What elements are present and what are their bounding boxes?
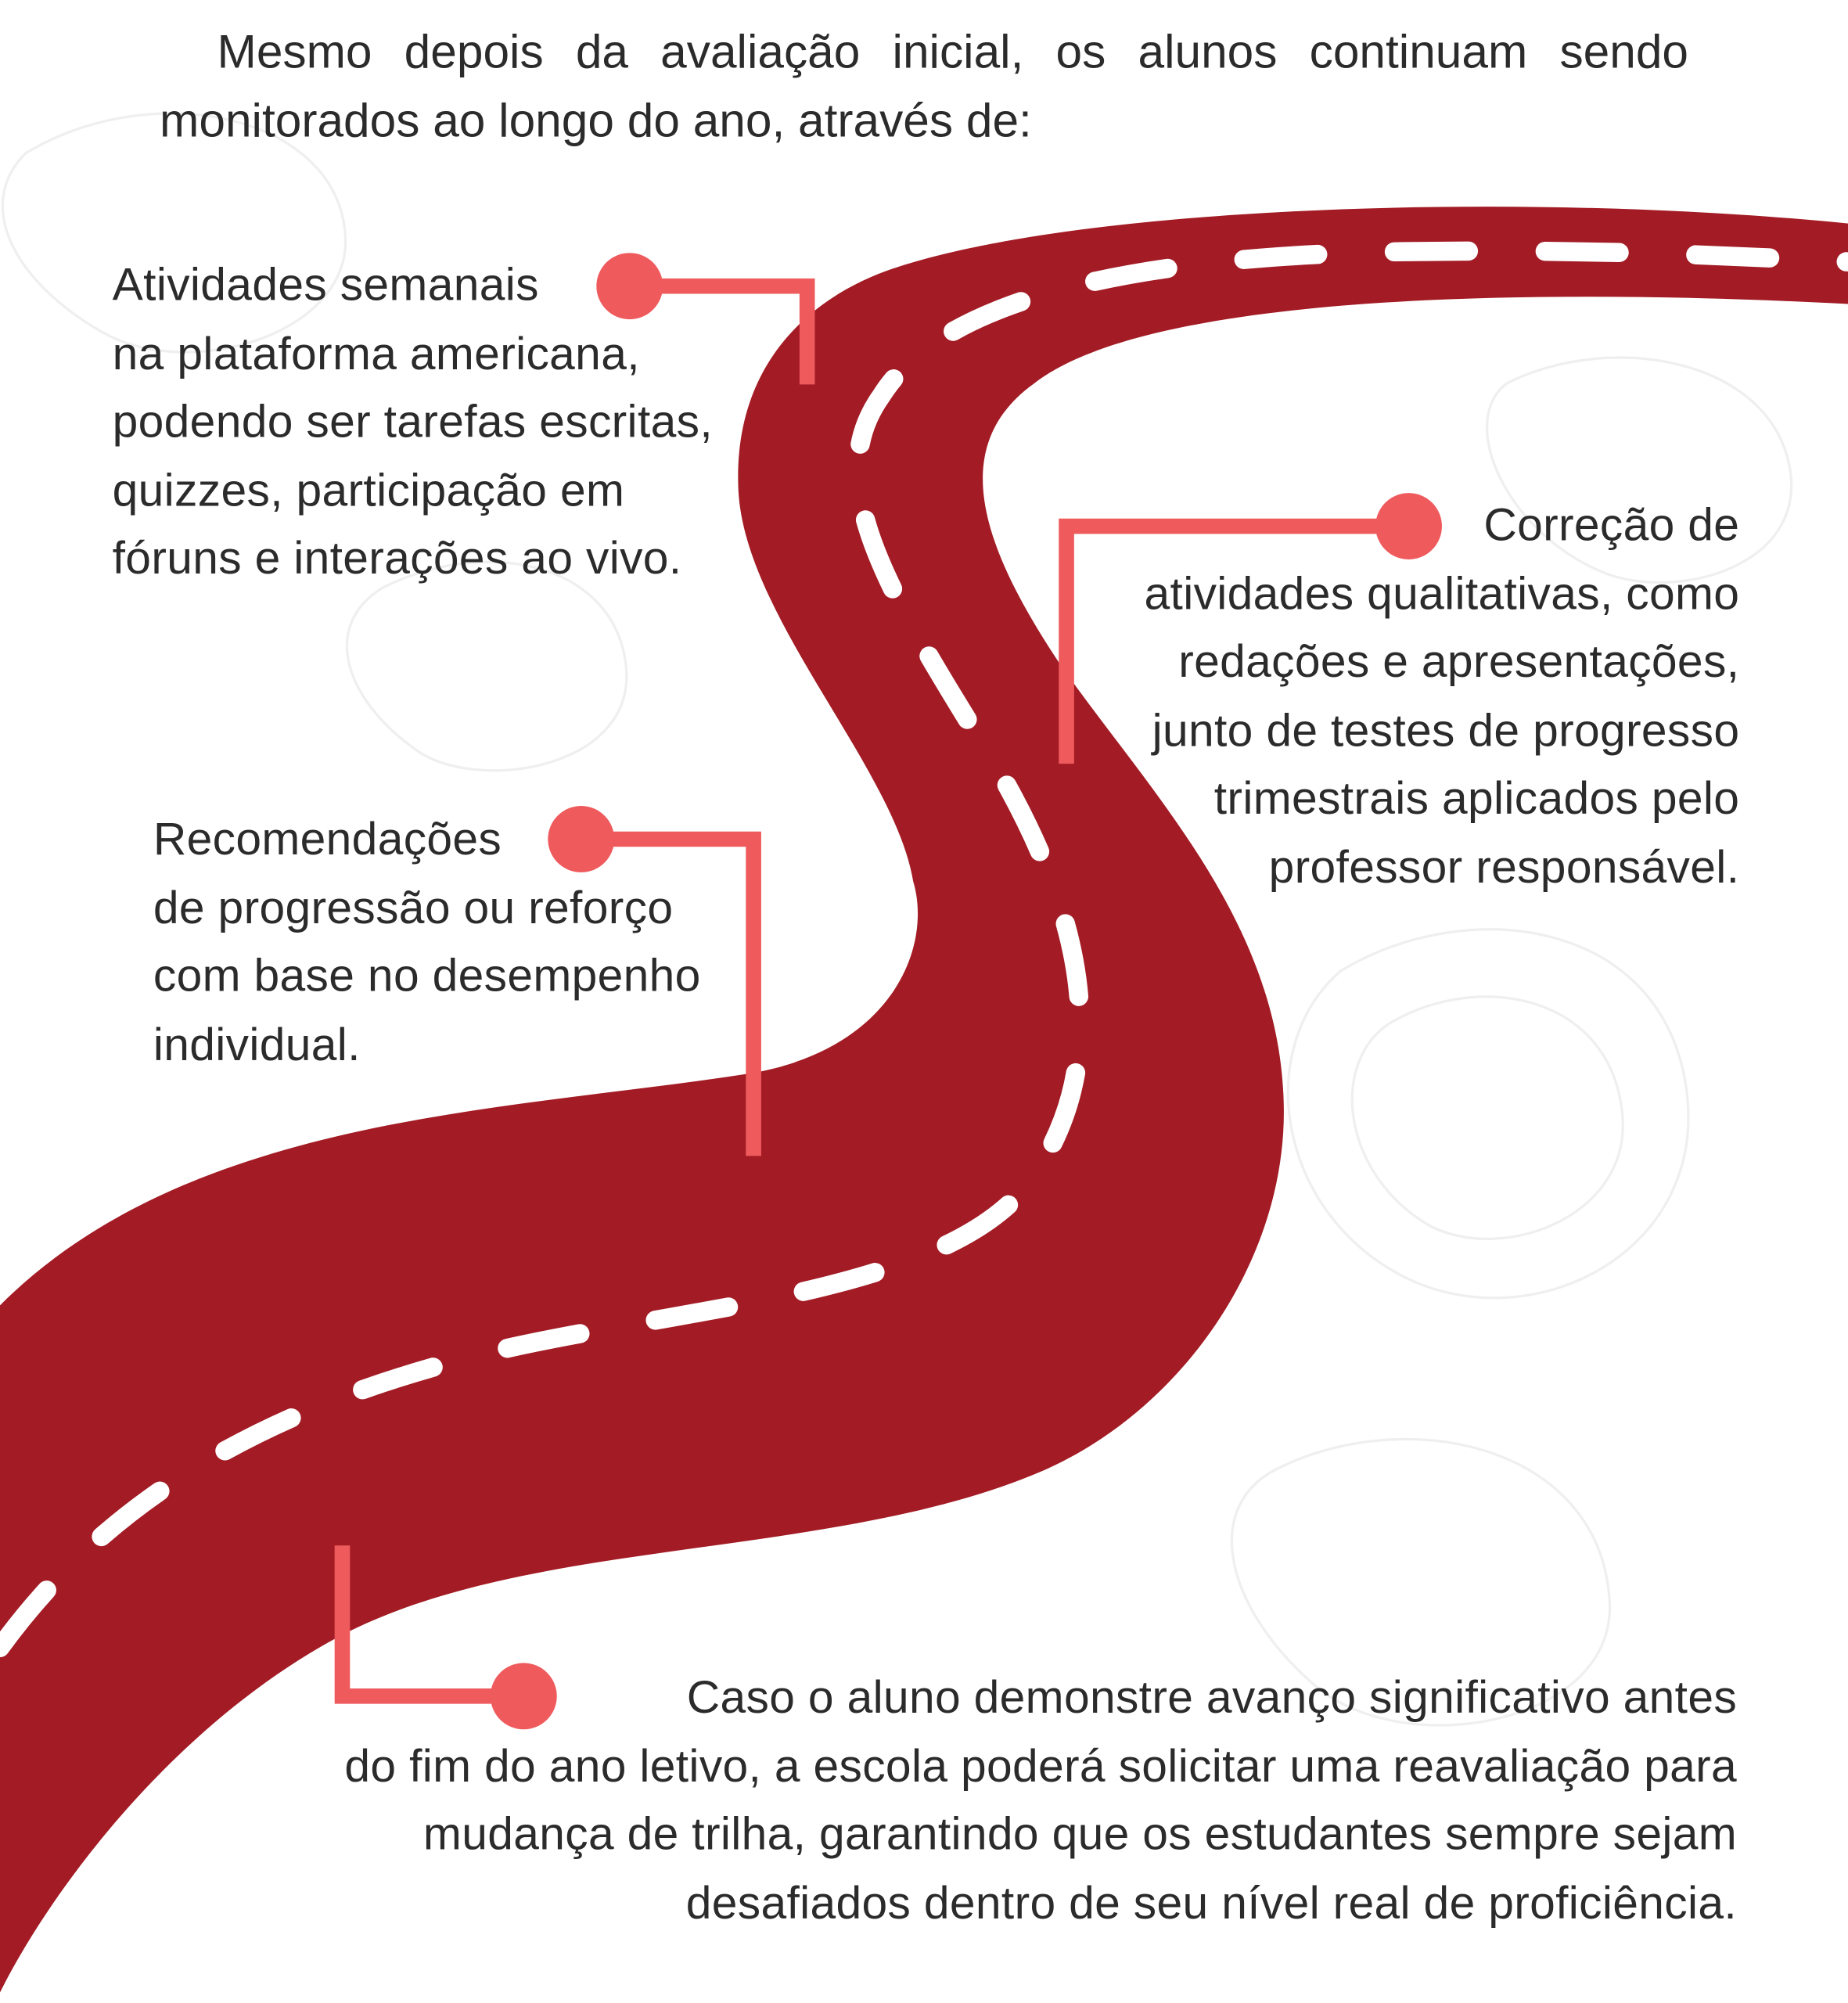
topographic-background: [1, 112, 1793, 1727]
text-line: do fim do ano letivo, a escola poderá so…: [344, 1739, 1738, 1792]
item-recommendations: Recomendações de progressão ou reforço c…: [153, 804, 701, 1077]
item-qualitative-correction: Correção de atividades qualitativas, com…: [1145, 491, 1740, 901]
text-line: Recomendações: [153, 812, 502, 865]
marker-dot-2: [1375, 493, 1442, 559]
road-center-dashes: [0, 241, 1848, 1658]
text-line: Atividades semanais: [112, 257, 539, 311]
text-line: Caso o aluno demonstre avanço significat…: [686, 1670, 1738, 1724]
text-line: fóruns e interações ao vivo.: [112, 531, 682, 584]
text-line: podendo ser tarefas escritas,: [112, 394, 713, 448]
text-line: individual.: [153, 1017, 361, 1070]
text-line: atividades qualitativas, como: [1144, 566, 1740, 619]
road: [0, 207, 1848, 1993]
intro-paragraph: Mesmo depois da avaliação inicial, os al…: [160, 18, 1688, 156]
text-line: mudança de trilha, garantindo que os est…: [422, 1807, 1738, 1860]
text-line: junto de testes de progresso: [1152, 703, 1740, 756]
text-line: redações e apresentações,: [1178, 635, 1740, 688]
text-line: de progressão ou reforço: [153, 880, 674, 933]
text-line: na plataforma americana,: [112, 326, 640, 379]
text-line: trimestrais aplicados pelo: [1213, 771, 1740, 824]
marker-dot-1: [596, 253, 663, 320]
connector-line-1: [629, 278, 815, 385]
marker-dot-3: [548, 806, 615, 872]
text-line: Correção de: [1483, 498, 1740, 551]
text-line: professor responsável.: [1268, 840, 1740, 893]
intro-line: monitorados ao longo do ano, através de:: [160, 94, 1032, 147]
item-weekly-activities: Atividades semanais na plataforma americ…: [113, 250, 713, 592]
connector-line-2: [1059, 518, 1409, 764]
connector-line-3: [581, 831, 761, 1156]
intro-line: Mesmo depois da avaliação inicial, os al…: [217, 25, 1689, 78]
text-line: quizzes, participação em: [112, 462, 625, 516]
text-line: desafiados dentro de seu nível real de p…: [685, 1875, 1738, 1929]
connector-line-4: [334, 1545, 524, 1704]
text-line: com base no desempenho: [153, 948, 701, 1002]
item-reassessment: Caso o aluno demonstre avanço significat…: [344, 1663, 1737, 1936]
marker-dot-4: [490, 1663, 557, 1730]
